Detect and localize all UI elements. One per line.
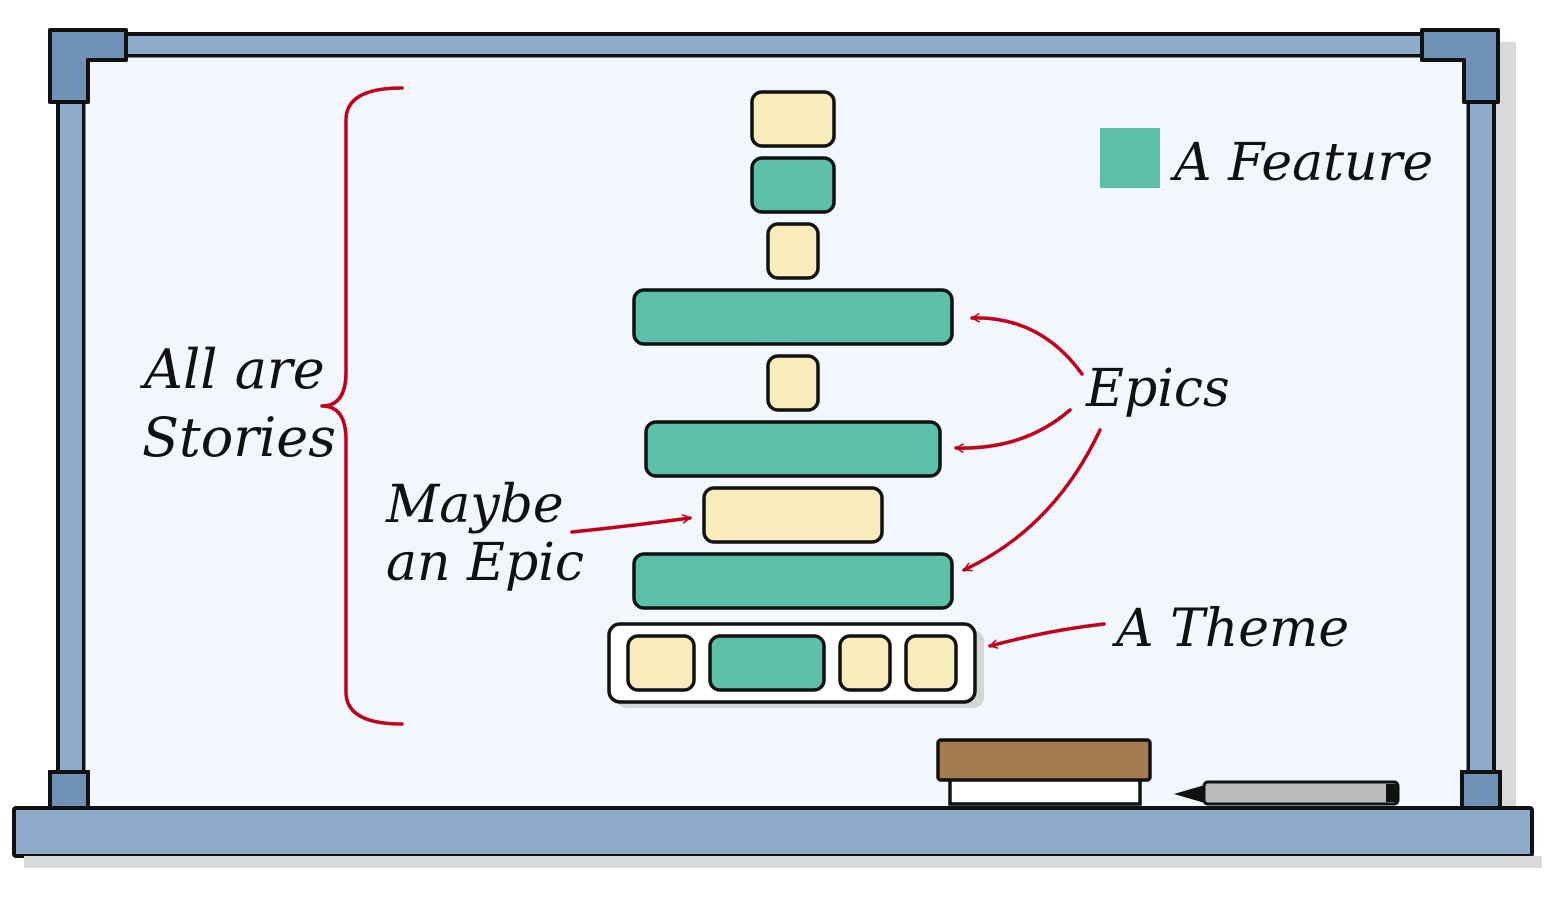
- legend: A Feature: [1100, 128, 1433, 193]
- arrow-epics-2: [954, 408, 1072, 453]
- arrow-epics-3: [962, 428, 1102, 572]
- story-card: [702, 486, 884, 544]
- arrow-maybe-epic: [570, 514, 692, 534]
- feature-card: [750, 156, 836, 214]
- theme-story-card: [838, 634, 892, 692]
- label-maybe: Maybe: [385, 475, 564, 535]
- arrow-theme: [988, 622, 1106, 649]
- arrow-epics-1: [970, 313, 1084, 376]
- story-stack: [632, 90, 954, 610]
- marker-pen: [1174, 780, 1400, 806]
- tray-shadow: [24, 856, 1542, 868]
- theme-feature-card: [708, 634, 826, 692]
- legend-feature-swatch: [1100, 128, 1160, 188]
- eraser: [936, 738, 1152, 806]
- feature-card: [644, 420, 942, 478]
- marker-tray: [12, 806, 1534, 858]
- story-card: [766, 354, 820, 412]
- story-card: [750, 90, 836, 148]
- theme-story-card: [626, 634, 696, 692]
- stories-brace: [320, 86, 404, 726]
- label-an-epic: an Epic: [386, 533, 584, 593]
- feature-card: [632, 552, 954, 610]
- label-epics: Epics: [1085, 359, 1230, 419]
- story-card: [766, 222, 820, 280]
- theme-story-card: [904, 634, 958, 692]
- label-theme: A Theme: [1112, 599, 1349, 659]
- legend-feature-label: A Feature: [1170, 133, 1433, 193]
- label-stories: Stories: [142, 406, 336, 469]
- feature-card: [632, 288, 954, 346]
- theme-group: [607, 622, 984, 708]
- label-all-are: All are: [139, 338, 325, 401]
